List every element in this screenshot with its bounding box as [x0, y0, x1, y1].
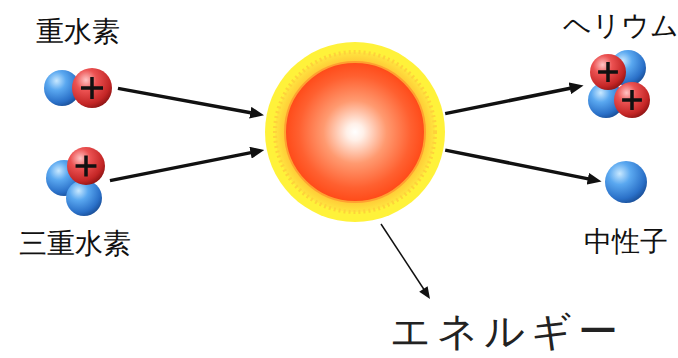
particle-art [586, 48, 656, 122]
fusion-sphere: エネルギー [265, 42, 445, 222]
proton [67, 147, 105, 185]
proton [614, 82, 650, 118]
particle-art [604, 160, 648, 204]
proton [72, 68, 112, 108]
energy-leader [381, 224, 430, 299]
particle-label: 重水素 [36, 16, 120, 48]
proton [590, 54, 626, 90]
energy-label: エネルギー [390, 308, 624, 354]
glow-ring [275, 52, 435, 212]
glow-halo [265, 42, 445, 222]
fusion-core [285, 62, 425, 202]
reaction-arrow [118, 88, 251, 112]
particle-group: 重水素 [40, 66, 116, 110]
particle-sphere [72, 68, 112, 108]
neutron [605, 161, 647, 203]
particle-label: 中性子 [584, 226, 668, 258]
particle-sphere [590, 54, 626, 90]
particle-label: 三重水素 [19, 228, 131, 260]
reaction-arrow [445, 150, 588, 179]
particle-sphere [67, 147, 105, 185]
reaction-arrow [445, 88, 570, 113]
particle-sphere [614, 82, 650, 118]
particle-sphere [605, 161, 647, 203]
particle-label: ヘリウム [563, 10, 678, 42]
particle-art [42, 144, 108, 218]
neutron [66, 180, 102, 216]
plus-symbol [622, 90, 642, 110]
particle-art [40, 66, 116, 110]
particle-group: 三重水素 [42, 144, 108, 218]
plus-symbol [76, 156, 97, 177]
particle-sphere [66, 180, 102, 216]
plus-symbol [81, 77, 103, 99]
leader-line [381, 224, 425, 291]
fusion-art [265, 42, 445, 222]
particle-group: 中性子 [604, 160, 648, 204]
leader-arrowhead [419, 286, 430, 299]
particle-group: ヘリウム [586, 48, 656, 122]
plus-symbol [598, 62, 618, 82]
reaction-arrow [110, 153, 251, 181]
